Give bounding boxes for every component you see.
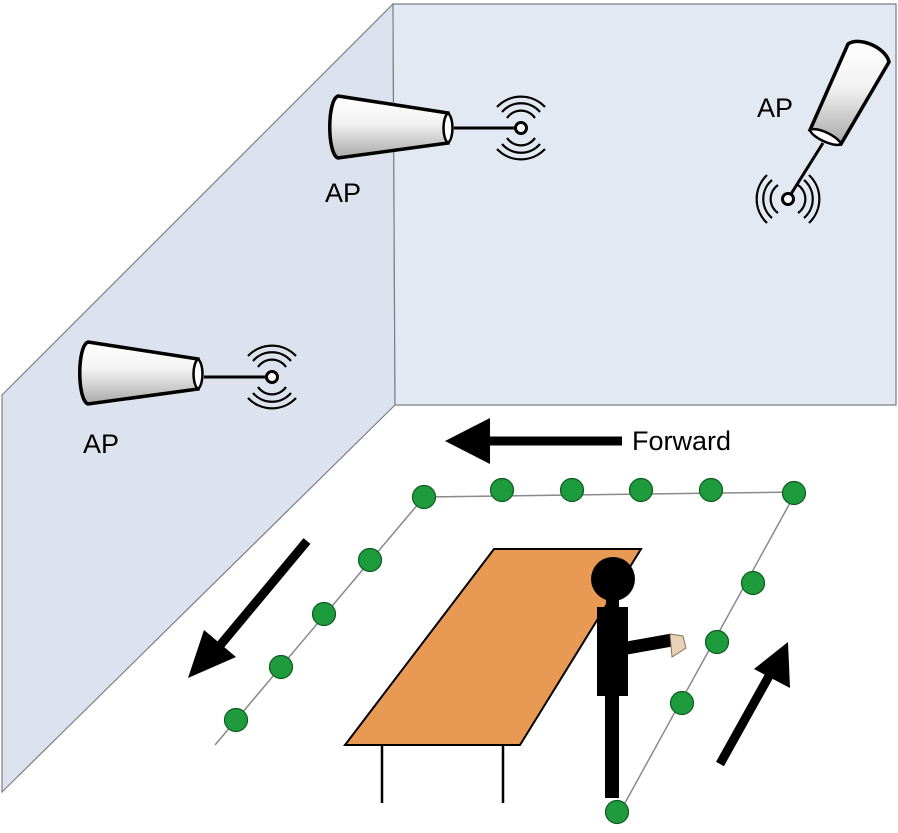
waypoint: [489, 477, 515, 503]
waypoint: [740, 570, 766, 596]
waypoints: [223, 477, 807, 825]
signal-waves-icon: [496, 95, 546, 161]
waypoint: [604, 799, 630, 825]
ap-label-left: AP: [83, 429, 119, 459]
access-point-right: AP: [755, 39, 891, 224]
waypoint: [781, 480, 807, 506]
forward-label: Forward: [632, 426, 731, 456]
waypoint: [223, 707, 249, 733]
waypoint: [311, 601, 337, 627]
waypoint: [559, 477, 585, 503]
waypoint: [357, 547, 383, 573]
ap-label-center: AP: [325, 178, 361, 208]
horn-antenna-icon: [78, 340, 279, 406]
waypoint: [704, 629, 730, 655]
table: [342, 548, 643, 803]
horn-antenna-icon: [781, 39, 891, 206]
arrow-icon: [716, 642, 790, 767]
back-wall: [392, 3, 897, 406]
access-point-center: AP: [325, 94, 546, 208]
arrow-icon: [445, 418, 622, 464]
ap-label-right: AP: [757, 93, 793, 123]
waypoint: [669, 690, 695, 716]
access-point-left: AP: [78, 340, 297, 459]
horn-antenna-icon: [328, 94, 528, 160]
waypoint: [628, 477, 654, 503]
person-icon: [591, 557, 687, 798]
arrow-icon: [188, 538, 311, 678]
signal-waves-icon: [755, 174, 821, 224]
waypoint: [411, 484, 437, 510]
waypoint: [698, 477, 724, 503]
waypoint: [268, 654, 294, 680]
signal-waves-icon: [247, 344, 297, 410]
table-top: [342, 548, 643, 746]
